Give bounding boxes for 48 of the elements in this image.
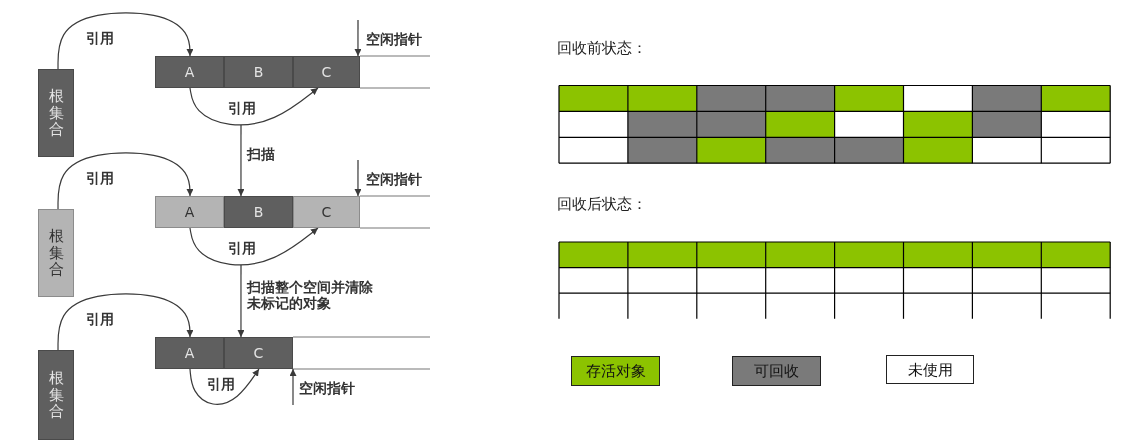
arrow xyxy=(189,87,319,126)
memory-block xyxy=(155,56,224,88)
edge-label: 引用 xyxy=(86,30,114,46)
edge-label: 引用 xyxy=(228,100,256,116)
block-label: C xyxy=(321,204,332,220)
edge-label: 引用 xyxy=(86,311,114,327)
block-label: B xyxy=(253,64,264,80)
block-label: A xyxy=(184,204,195,220)
block-label: C xyxy=(253,345,264,361)
arrow xyxy=(189,368,260,405)
edge-label: 引用 xyxy=(228,240,256,256)
edge-label: 扫描 xyxy=(247,146,275,162)
arrow xyxy=(57,12,194,70)
arrow xyxy=(237,124,245,197)
arrow xyxy=(289,368,297,406)
edge-label: 引用 xyxy=(207,376,235,392)
memory-block xyxy=(224,196,293,228)
block-label: A xyxy=(184,64,195,80)
legend-label: 可回收 xyxy=(754,362,799,380)
edge-label: 引用 xyxy=(86,170,114,186)
root-set-box xyxy=(38,350,74,440)
memory-block xyxy=(293,196,360,228)
section-heading: 回收前状态： xyxy=(557,39,647,57)
arrow xyxy=(57,152,194,210)
block-label: C xyxy=(321,64,332,80)
block-label: A xyxy=(184,345,195,361)
edge-label: 空闲指针 xyxy=(366,171,422,187)
root-set-box xyxy=(38,209,74,297)
root-set-box xyxy=(38,69,74,157)
arrow xyxy=(57,293,194,351)
legend-label: 未使用 xyxy=(907,360,953,379)
arrow xyxy=(354,19,362,57)
arrow xyxy=(354,159,362,197)
section-heading: 回收后状态： xyxy=(557,195,647,213)
arrow xyxy=(189,227,319,266)
arrow xyxy=(237,264,245,338)
memory-block xyxy=(155,337,224,369)
root-set-label: 根集合 xyxy=(48,228,64,278)
root-set-label: 根集合 xyxy=(48,370,64,420)
edge-label: 空闲指针 xyxy=(366,31,422,47)
memory-block xyxy=(224,337,293,369)
memory-block xyxy=(155,196,224,228)
edge-label: 空闲指针 xyxy=(299,380,355,396)
block-label: B xyxy=(253,204,264,220)
memory-block xyxy=(293,56,360,88)
memory-block xyxy=(224,56,293,88)
legend-label: 存活对象 xyxy=(585,362,646,380)
root-set-label: 根集合 xyxy=(48,88,64,138)
